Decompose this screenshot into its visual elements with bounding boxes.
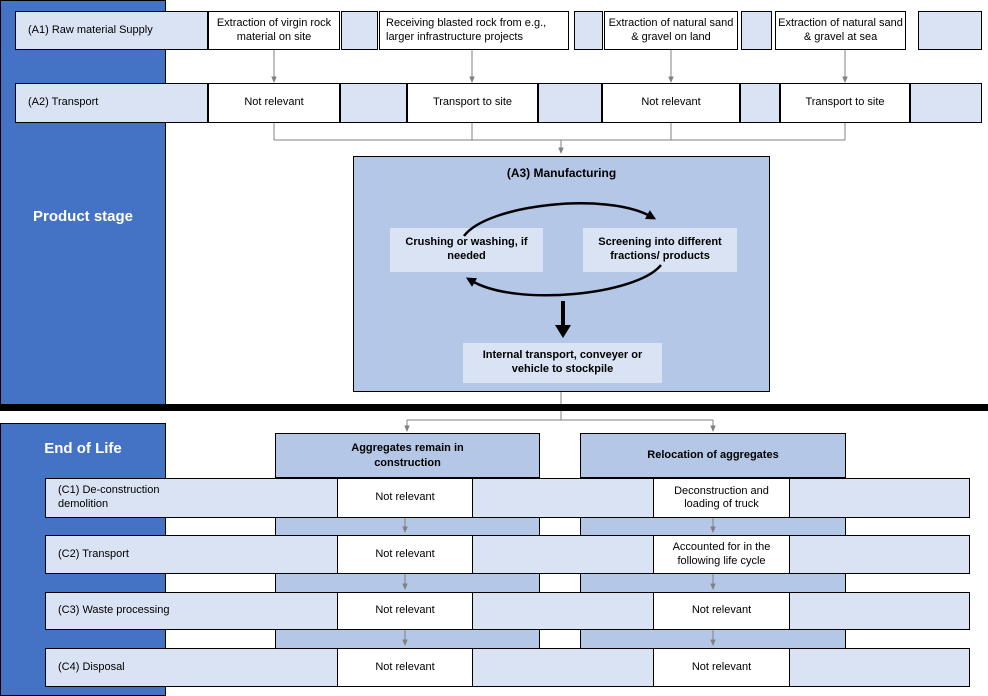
row-c4: (C4) Disposal [45,648,970,687]
a1-filler-2 [574,11,603,50]
internal-transport-box: Internal transport, conveyer or vehicle … [463,343,662,383]
a2-filler-1 [340,83,407,123]
a1-cell-sand-land: Extraction of natural sand & gravel on l… [604,11,738,50]
row-a1-label: (A1) Raw material Supply [15,11,208,50]
a2-filler-4 [910,83,982,123]
c4-left-cell: Not relevant [337,648,473,687]
a1-filler-3 [741,11,772,50]
c2-left-cell: Not relevant [337,535,473,574]
screening-box: Screening into different fractions/ prod… [583,228,737,272]
c1-right-cell: Deconstruction and loading of truck [653,478,790,518]
end-of-life-title: End of Life [44,440,122,457]
manufacturing-title: (A3) Manufacturing [506,166,617,180]
a2-filler-3 [740,83,780,123]
row-c3: (C3) Waste processing [45,592,970,630]
c3-right-cell: Not relevant [653,592,790,630]
crushing-box: Crushing or washing, if needed [390,228,543,272]
a1-cell-virgin-rock: Extraction of virgin rock material on si… [208,11,340,50]
a1-filler-4 [918,11,982,50]
c3-left-cell: Not relevant [337,592,473,630]
branch-remain-header: Aggregates remain in construction [275,433,540,478]
a1-cell-blasted-rock: Receiving blasted rock from e.g., larger… [379,11,569,50]
row-c2: (C2) Transport [45,535,970,574]
a1-filler-1 [341,11,378,50]
a2-filler-2 [538,83,602,123]
product-stage-sidebar: Product stage [0,0,166,405]
a2-cell-2: Transport to site [407,83,538,123]
a1-to-a2-arrows [271,50,848,83]
row-c1: (C1) De-construction demolition [45,478,970,518]
a2-cell-1: Not relevant [208,83,340,123]
row-a2-label: (A2) Transport [15,83,208,123]
c1-left-cell: Not relevant [337,478,473,518]
c2-right-cell: Accounted for in the following life cycl… [653,535,790,574]
a2-cell-3: Not relevant [602,83,740,123]
branch-relocation-header: Relocation of aggregates [580,433,846,478]
a2-cell-4: Transport to site [780,83,910,123]
product-stage-title: Product stage [32,208,134,225]
a1-cell-sand-sea: Extraction of natural sand & gravel at s… [775,11,906,50]
a2-to-a3-connector [273,123,846,154]
stage-divider-line [0,404,988,411]
c4-right-cell: Not relevant [653,648,790,687]
